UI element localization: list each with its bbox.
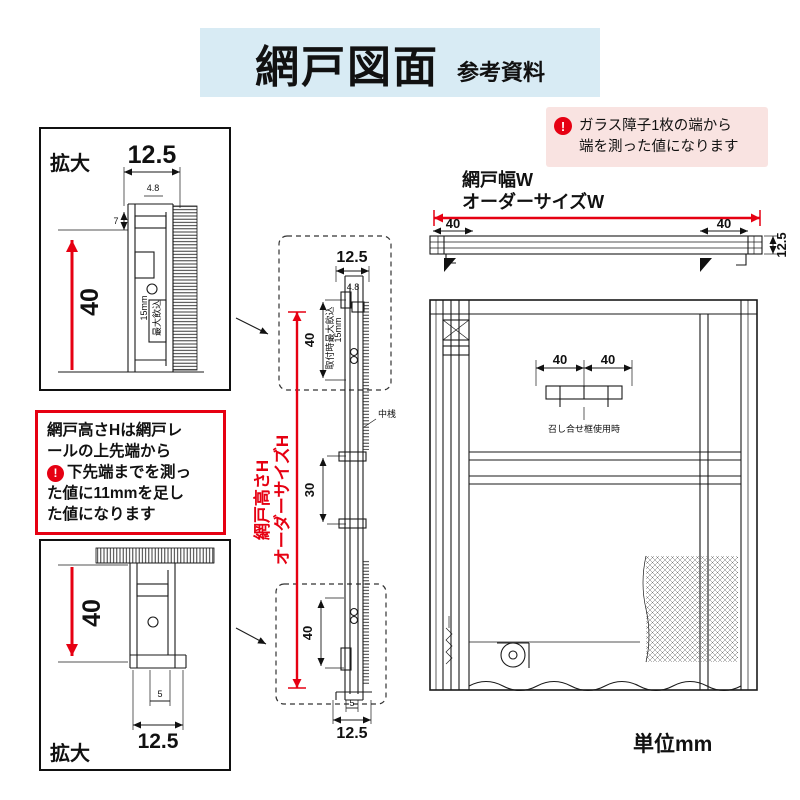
- break-line: [468, 680, 742, 692]
- top-bar-section: 40 40 12.5: [429, 216, 789, 272]
- mesh-break-edge: [642, 555, 650, 663]
- rail-profile: [96, 562, 214, 669]
- center-section: 12.5 4.8: [252, 235, 396, 742]
- dim-40: 40: [446, 216, 460, 231]
- note-line: た値に11mmを足し: [47, 485, 184, 502]
- dim-40: 40: [76, 288, 104, 316]
- note-line: 端を測った値になります: [579, 139, 739, 155]
- section-mark: [444, 258, 456, 272]
- dim-lines: [764, 235, 778, 255]
- brush-hatch: [363, 300, 369, 450]
- dashed-callout-bottom: [275, 583, 387, 705]
- warning-icon: !: [47, 464, 64, 482]
- dim-40: 40: [302, 333, 317, 347]
- pointer-arrows: [235, 317, 269, 645]
- brush-hatch: [363, 560, 369, 685]
- leader-line: [363, 418, 377, 428]
- bar-profile: [429, 235, 763, 266]
- detail-top: 拡大 12.5 4.8 7: [39, 127, 231, 391]
- dim-lines: [317, 597, 344, 669]
- dim-4_8: 4.8: [347, 282, 360, 292]
- unit-label: 単位mm: [633, 733, 713, 756]
- height-label: 網戸高さH: [252, 460, 272, 540]
- dim-40: 40: [78, 599, 106, 627]
- glass-note-text: ガラス障子1枚の端から 端を測った値になります: [579, 116, 739, 158]
- height-note: 網戸高さHは網戸レ ールの上先端から ! 下先端までを測っ た値に11mmを足し…: [35, 410, 226, 535]
- dim-12_5: 12.5: [128, 141, 177, 169]
- meeting-stile-label: 召し合せ框使用時: [548, 423, 620, 434]
- dim-lines: [319, 455, 346, 525]
- dim-5: 5: [157, 689, 162, 699]
- glass-note: ! ガラス障子1枚の端から 端を測った値になります: [546, 107, 768, 167]
- detail-bottom: 40 5 12.5 拡大: [39, 539, 231, 771]
- order-width-label: オーダーサイズW: [462, 191, 604, 212]
- dashed-callout-top: [278, 235, 392, 391]
- dim-40: 40: [717, 216, 731, 231]
- note-line: ールの上先端から: [47, 443, 172, 460]
- dim-40: 40: [601, 352, 615, 367]
- dim-12_5: 12.5: [774, 232, 789, 257]
- section-mark: [700, 258, 712, 272]
- dim-lines: [535, 360, 633, 386]
- adjuster-screw: [445, 616, 453, 665]
- enlarge-label: 拡大: [50, 151, 90, 175]
- dim-15mm: 15mm: [333, 317, 343, 342]
- dim-30: 30: [302, 483, 317, 497]
- enlarge-label: 拡大: [50, 741, 90, 765]
- meeting-stile-detail: 40 40 召し合せ框使用時: [535, 352, 633, 434]
- note-line: た値になります: [47, 506, 156, 523]
- dim-lines: [120, 167, 181, 230]
- width-label: 網戸幅W: [462, 169, 533, 190]
- engage-label: 最大飲込: [151, 300, 162, 336]
- stile-profile: [545, 385, 623, 420]
- note-line: 網戸高さHは網戸レ: [47, 422, 183, 439]
- dim-40: 40: [553, 352, 567, 367]
- note-line: ! 下先端までを測っ: [47, 462, 218, 483]
- dim-12_5: 12.5: [336, 725, 367, 742]
- brush-hatch: [172, 205, 198, 371]
- engage-label: 取付時最大飲込: [324, 306, 335, 369]
- page-title-band: 網戸図面 参考資料: [200, 28, 600, 97]
- page-subtitle: 参考資料: [456, 59, 545, 85]
- dim-12_5: 12.5: [336, 249, 367, 266]
- dim-lines: [319, 299, 346, 381]
- dim-5: 5: [349, 698, 354, 708]
- dim-4_8: 4.8: [147, 183, 160, 193]
- page-title: 網戸図面: [254, 42, 439, 92]
- note-line: ガラス障子1枚の端から: [579, 118, 732, 134]
- dim-lines: [332, 700, 372, 724]
- screen-mesh: [646, 556, 738, 662]
- dim-lines: [132, 670, 184, 730]
- brush-hatch: [95, 547, 215, 564]
- order-height-label: オーダーサイズH: [272, 435, 292, 565]
- warning-icon: !: [554, 117, 572, 135]
- dim-40: 40: [300, 626, 315, 640]
- note-line-text: 下先端までを測っ: [67, 464, 192, 481]
- dim-12_5: 12.5: [138, 730, 179, 753]
- roller-assembly: [497, 642, 530, 668]
- dim-lines: [335, 266, 370, 282]
- dim-15mm: 15mm: [139, 295, 149, 320]
- middle-rail-label: 中桟: [378, 408, 396, 419]
- dim-7: 7: [113, 216, 118, 226]
- window-elevation: 40 40 召し合せ框使用時: [429, 299, 758, 692]
- width-dimension: 網戸幅W オーダーサイズW: [433, 169, 761, 226]
